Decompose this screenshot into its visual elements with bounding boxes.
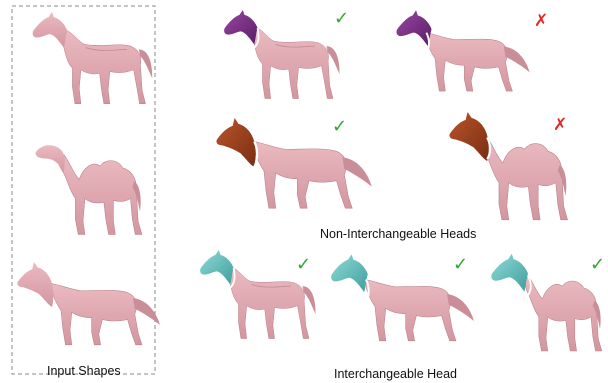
check-icon: ✓ [332, 116, 347, 137]
input-shapes-caption: Input Shapes [47, 364, 121, 378]
horse-purple-head-on-horse [224, 10, 339, 99]
check-icon: ✓ [453, 254, 468, 275]
input-horse [33, 12, 153, 104]
horse-purple-head-on-wolf [396, 10, 529, 91]
check-icon: ✓ [296, 254, 311, 275]
check-icon: ✓ [590, 254, 605, 275]
horse-teal-head-on-camel [491, 254, 602, 351]
interchangeable-caption: Interchangeable Head [334, 367, 457, 381]
cross-icon: ✗ [534, 11, 548, 31]
check-icon: ✓ [334, 8, 349, 29]
non-interchangeable-caption: Non-Interchangeable Heads [320, 227, 476, 241]
input-wolf [17, 262, 160, 345]
cross-icon: ✗ [553, 115, 567, 135]
input-camel [36, 145, 142, 234]
wolf-brown-head-on-camel [449, 112, 567, 220]
wolf-brown-head-on-wolf [216, 118, 371, 208]
